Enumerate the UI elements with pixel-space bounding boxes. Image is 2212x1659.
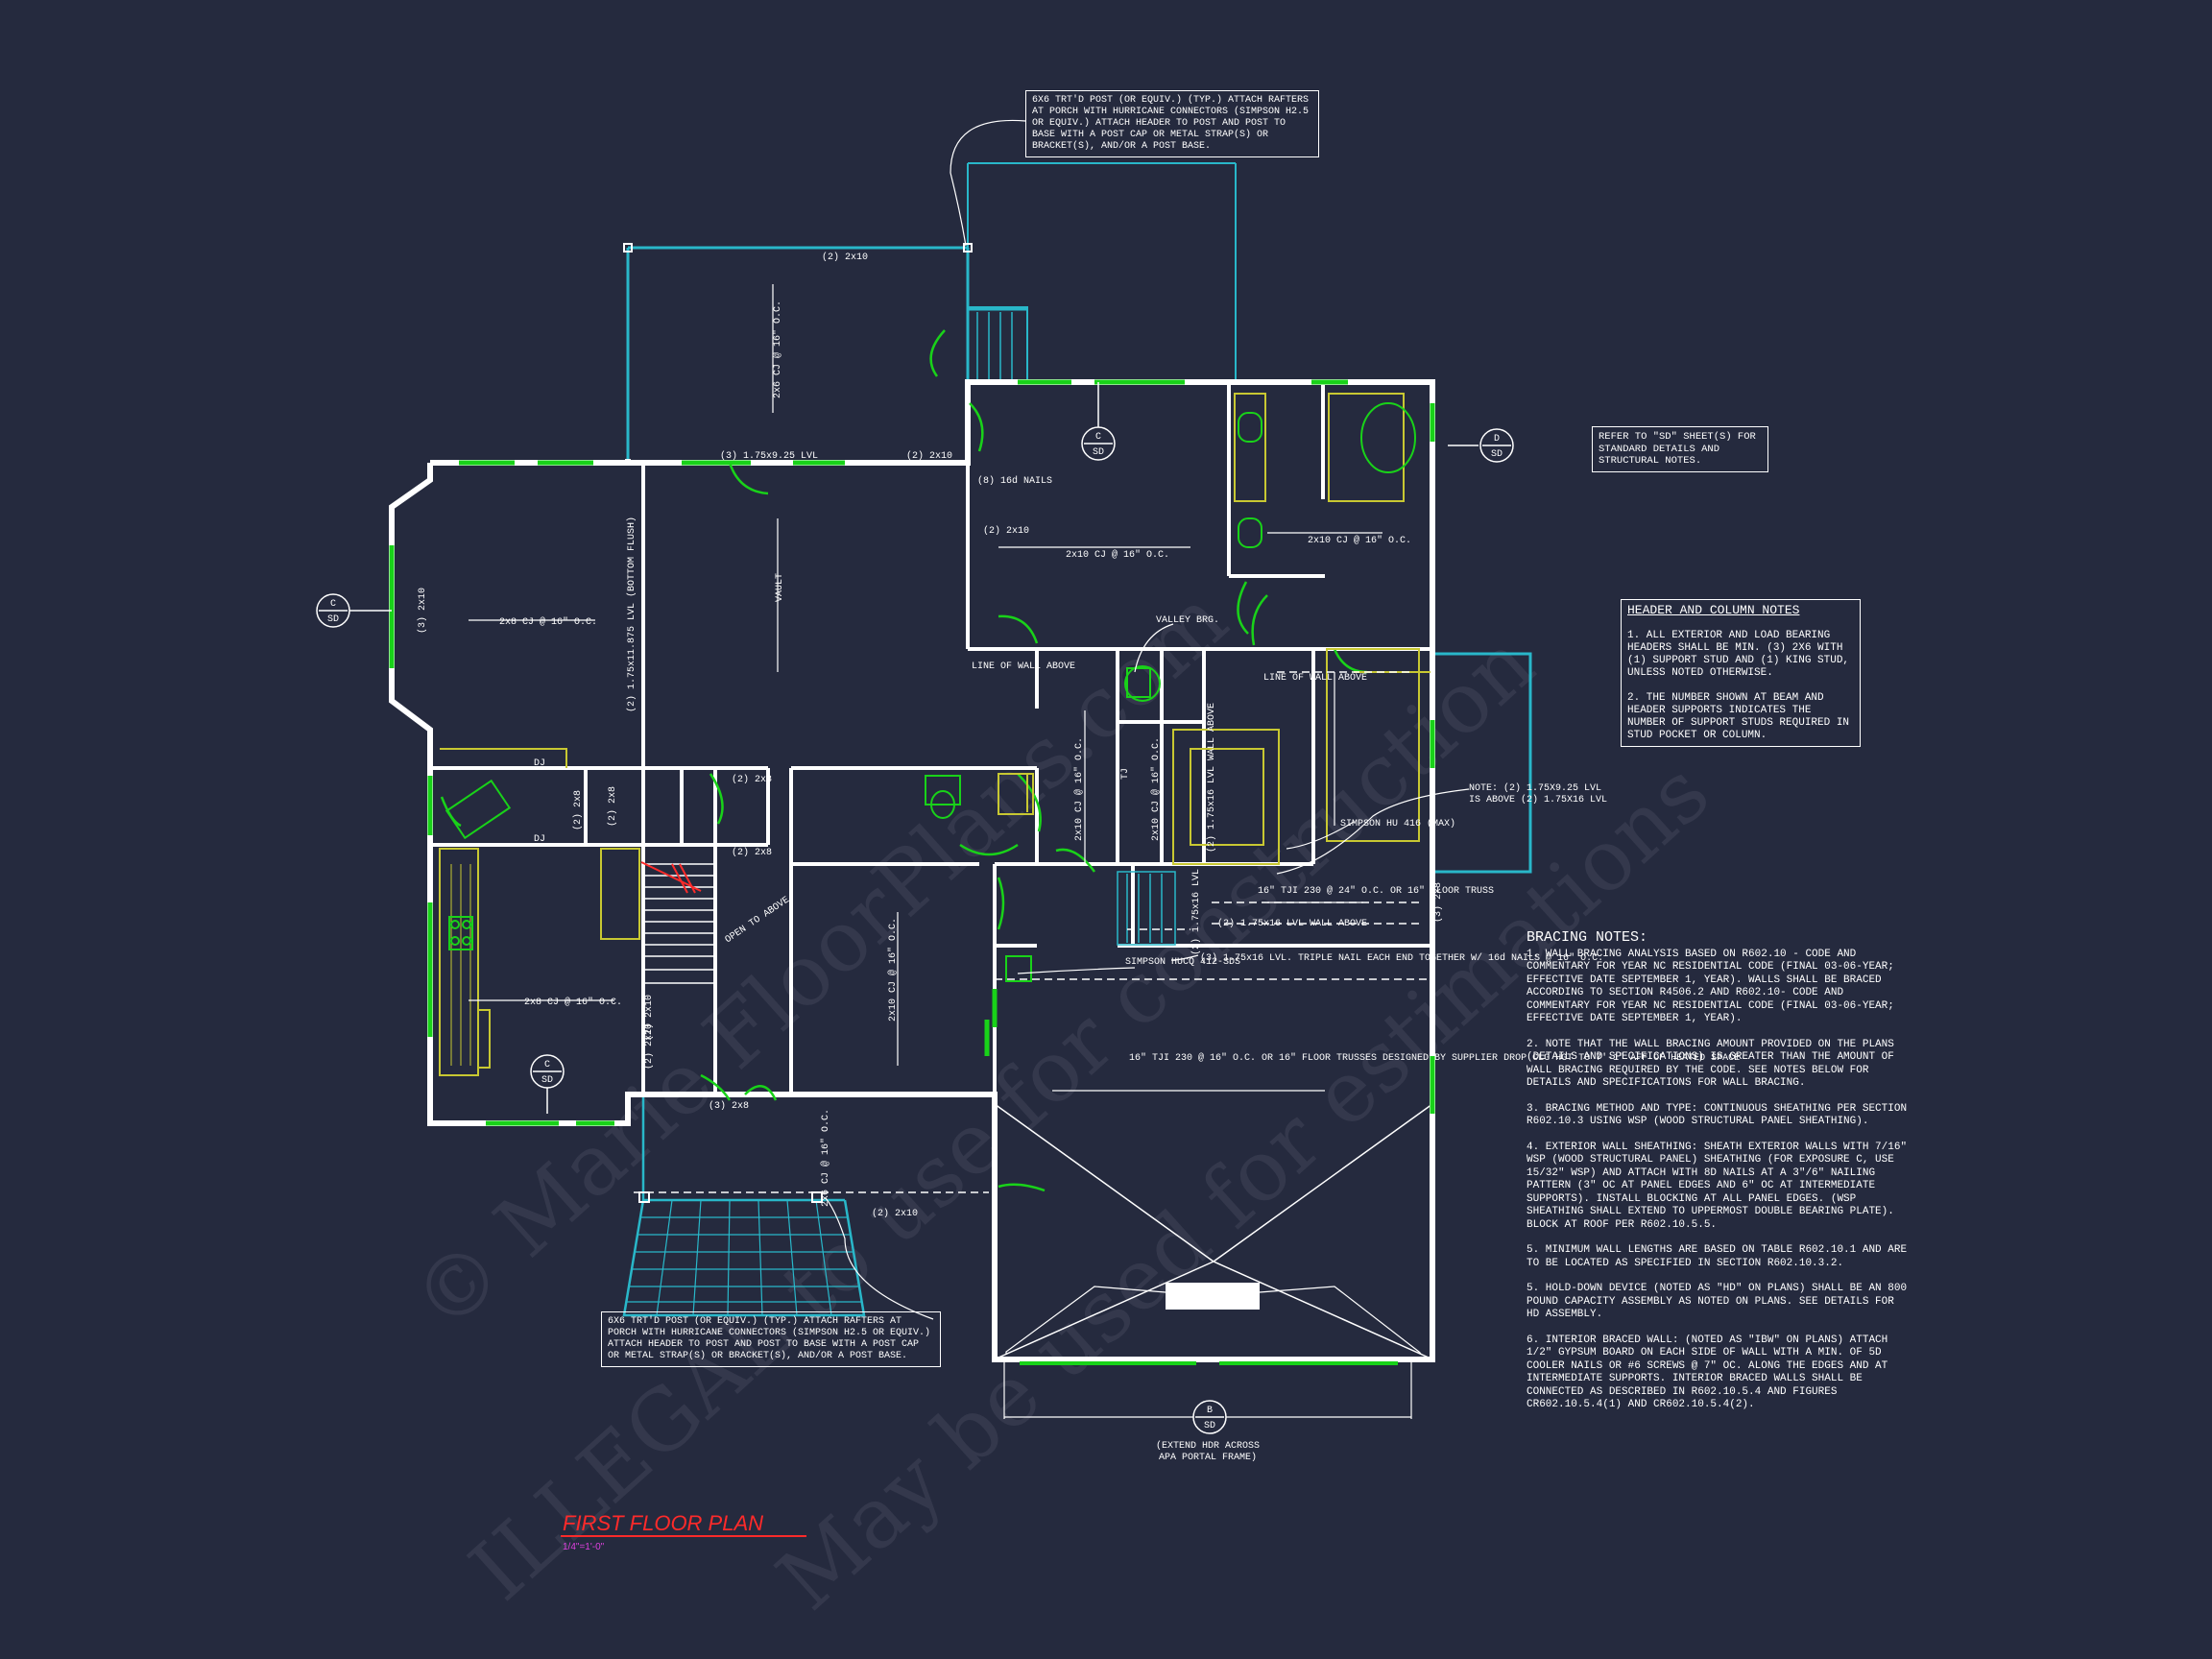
label-left-2x10: (2) 2x10	[643, 1023, 655, 1070]
header-note-2: 2. THE NUMBER SHOWN AT BEAM AND HEADER S…	[1627, 692, 1850, 741]
label-hdr-2x10-b: (2) 2x10	[983, 525, 1029, 537]
section-marks	[316, 382, 1514, 1434]
bracing-notes-title: BRACING NOTES:	[1527, 929, 1648, 946]
label-cj-mid: 2x10 CJ @ 16" O.C.	[1066, 549, 1169, 561]
label-cj-tj: 2x10 CJ @ 16" O.C.	[1150, 737, 1162, 841]
plan-title: FIRST FLOOR PLAN	[563, 1511, 763, 1535]
stair-cut-line	[640, 861, 702, 894]
door-swings	[440, 329, 1368, 1192]
label-dj-1: DJ	[534, 758, 545, 769]
label-dj-2: DJ	[534, 834, 545, 845]
bracing-note-1: 1. WALL BRACING ANALYSIS BASED ON R602.1…	[1527, 948, 1894, 1025]
label-lvl-16: (2) 1.75x16 LVL	[1190, 869, 1202, 955]
bracing-notes: BRACING NOTES: 1. WALL BRACING ANALYSIS …	[1527, 929, 1909, 1425]
section-mark-4-sheet: SD	[541, 1075, 553, 1086]
label-triple-nail: (3) 1.75x16 LVL. TRIPLE NAIL EACH END TO…	[1200, 952, 1603, 964]
bracing-note-7: 6. INTERIOR BRACED WALL: (NOTED AS "IBW"…	[1527, 1334, 1888, 1411]
garage	[994, 1103, 1433, 1419]
callout-refer-text: REFER TO "SD" SHEET(S) FOR STANDARD DETA…	[1599, 431, 1756, 467]
header-column-notes: HEADER AND COLUMN NOTES 1. ALL EXTERIOR …	[1621, 599, 1861, 747]
section-mark-2-letter: C	[1095, 432, 1101, 443]
label-lvl-top: (3) 1.75x9.25 LVL	[720, 450, 818, 462]
label-hdr-2x8-d: (2) 2x8	[732, 847, 772, 858]
interior-walls	[430, 382, 1432, 1096]
label-garage-trusses: 16" TJI 230 @ 16" O.C. OR 16" FLOOR TRUS…	[1129, 1052, 1740, 1064]
section-mark-5-letter: B	[1207, 1406, 1213, 1416]
label-porch-hdr-bottom: (2) 2x10	[872, 1208, 918, 1219]
label-hdr-2x8-a: (2) 2x8	[572, 790, 584, 830]
label-hdr-3-2x8: (3) 2x8	[709, 1100, 749, 1112]
plan-title-group: FIRST FLOOR PLAN 1/4"=1'-0"	[561, 1511, 806, 1552]
label-porch-cj: 2x6 CJ @ 16" O.C.	[772, 301, 783, 398]
header-note-1: 1. ALL EXTERIOR AND LOAD BEARING HEADERS…	[1627, 630, 1850, 679]
label-tji-24: 16" TJI 230 @ 24" O.C. OR 16" FLOOR TRUS…	[1258, 885, 1494, 897]
section-mark-5-sheet: SD	[1204, 1421, 1215, 1431]
label-cj-bath: 2x10 CJ @ 16" O.C.	[1308, 535, 1411, 546]
bracing-note-6: 5. HOLD-DOWN DEVICE (NOTED AS "HD" ON PL…	[1527, 1283, 1908, 1320]
section-mark-1-sheet: SD	[327, 614, 339, 625]
label-cj-center: 2x10 CJ @ 16" O.C.	[887, 918, 899, 1022]
label-extend-hdr-2: APA PORTAL FRAME)	[1159, 1452, 1257, 1463]
porch-posts	[623, 243, 973, 1203]
label-line-wall-1: LINE OF WALL ABOVE	[972, 661, 1075, 672]
label-bay-hdr: (3) 2x10	[417, 588, 428, 634]
callout-porch-bottom: 6x6 TRT'D POST (OR EQUIV.) (TYP.) ATTACH…	[601, 1311, 941, 1367]
label-hdr-2x8-c: (2) 2x8	[732, 774, 772, 785]
callout-porch-bottom-text: 6x6 TRT'D POST (OR EQUIV.) (TYP.) ATTACH…	[608, 1316, 931, 1361]
stairs	[642, 863, 1176, 984]
plan-scale: 1/4"=1'-0"	[563, 1542, 605, 1552]
label-extend-hdr-1: (EXTEND HDR ACROSS	[1156, 1440, 1260, 1452]
leader-lines	[825, 119, 1470, 1320]
label-flush-beam: (2) 1.75x11.875 LVL (BOTTOM FLUSH)	[626, 517, 637, 712]
header-notes-title: HEADER AND COLUMN NOTES	[1627, 603, 1800, 617]
label-cj-kitchen: 2x8 CJ @ 16" O.C.	[524, 997, 622, 1008]
callout-note-lvl-text: NOTE: (2) 1.75x9.25 LVL IS ABOVE (2) 1.7…	[1469, 783, 1608, 805]
section-mark-1-letter: C	[330, 599, 336, 610]
callout-porch-top: 6x6 TRT'D POST (OR EQUIV.) (TYP.) ATTACH…	[1025, 90, 1319, 157]
span-arrows	[469, 284, 1382, 1092]
bracing-note-4: 4. EXTERIOR WALL SHEATHING: SHEATH EXTER…	[1527, 1141, 1908, 1231]
label-hdr-2x10-c: (2) 2x10	[643, 995, 655, 1041]
label-cj-hall: 2x10 CJ @ 16" O.C.	[1073, 737, 1085, 841]
section-mark-labels: C SD C SD D SD C SD B SD	[327, 432, 1503, 1431]
label-simpson-hu: SIMPSON HU 416 (MAX)	[1340, 818, 1455, 830]
section-mark-2-sheet: SD	[1093, 447, 1104, 458]
label-simpson-hucq: SIMPSON HUCQ 412-SDS	[1125, 957, 1240, 968]
label-line-wall-2: LINE OF WALL ABOVE	[1263, 673, 1367, 684]
windows	[389, 379, 1435, 1126]
label-cj-rear: 2x6 CJ @ 16" O.C.	[820, 1109, 831, 1207]
bracing-note-3: 3. BRACING METHOD AND TYPE: CONTINUOUS S…	[1527, 1102, 1908, 1128]
label-lvl-wall2: (2) 1.75x16 LVL WALL ABOVE	[1217, 918, 1367, 929]
label-nails: (8) 16d NAILS	[977, 475, 1052, 487]
label-hdr-2x8-b: (2) 2x8	[607, 786, 618, 827]
label-lvl-wall: (2) 1.75x16 LVL WALL ABOVE	[1206, 703, 1217, 853]
label-valley: VALLEY BRG.	[1156, 615, 1219, 626]
label-hdr-2x10-a: (2) 2x10	[906, 450, 952, 462]
section-mark-4-letter: C	[544, 1060, 550, 1070]
label-open-above: OPEN TO ABOVE	[724, 895, 792, 946]
section-mark-3-sheet: SD	[1491, 449, 1503, 460]
label-tj: TJ	[1120, 768, 1131, 780]
front-porch	[622, 1094, 866, 1317]
callout-porch-top-text: 6x6 TRT'D POST (OR EQUIV.) (TYP.) ATTACH…	[1032, 95, 1310, 152]
section-mark-3-letter: D	[1494, 434, 1500, 445]
fixtures	[439, 393, 1431, 1076]
label-porch-header: (2) 2x10	[822, 252, 868, 263]
bracing-note-5: 5. MINIMUM WALL LENGTHS ARE BASED ON TAB…	[1527, 1244, 1908, 1269]
kitchen-appliances	[445, 402, 1416, 982]
label-right-2x8: (3) 2x8	[1432, 882, 1444, 923]
callout-refer: REFER TO "SD" SHEET(S) FOR STANDARD DETA…	[1592, 426, 1768, 472]
label-cj-left: 2x8 CJ @ 16" O.C.	[499, 616, 597, 628]
side-deck	[1432, 652, 1532, 874]
label-vault: VAULT	[775, 573, 785, 602]
callout-note-lvl: NOTE: (2) 1.75x9.25 LVL IS ABOVE (2) 1.7…	[1469, 783, 1613, 806]
rear-porch	[626, 162, 1237, 459]
bracing-note-2: 2. NOTE THAT THE WALL BRACING AMOUNT PRO…	[1527, 1038, 1894, 1090]
